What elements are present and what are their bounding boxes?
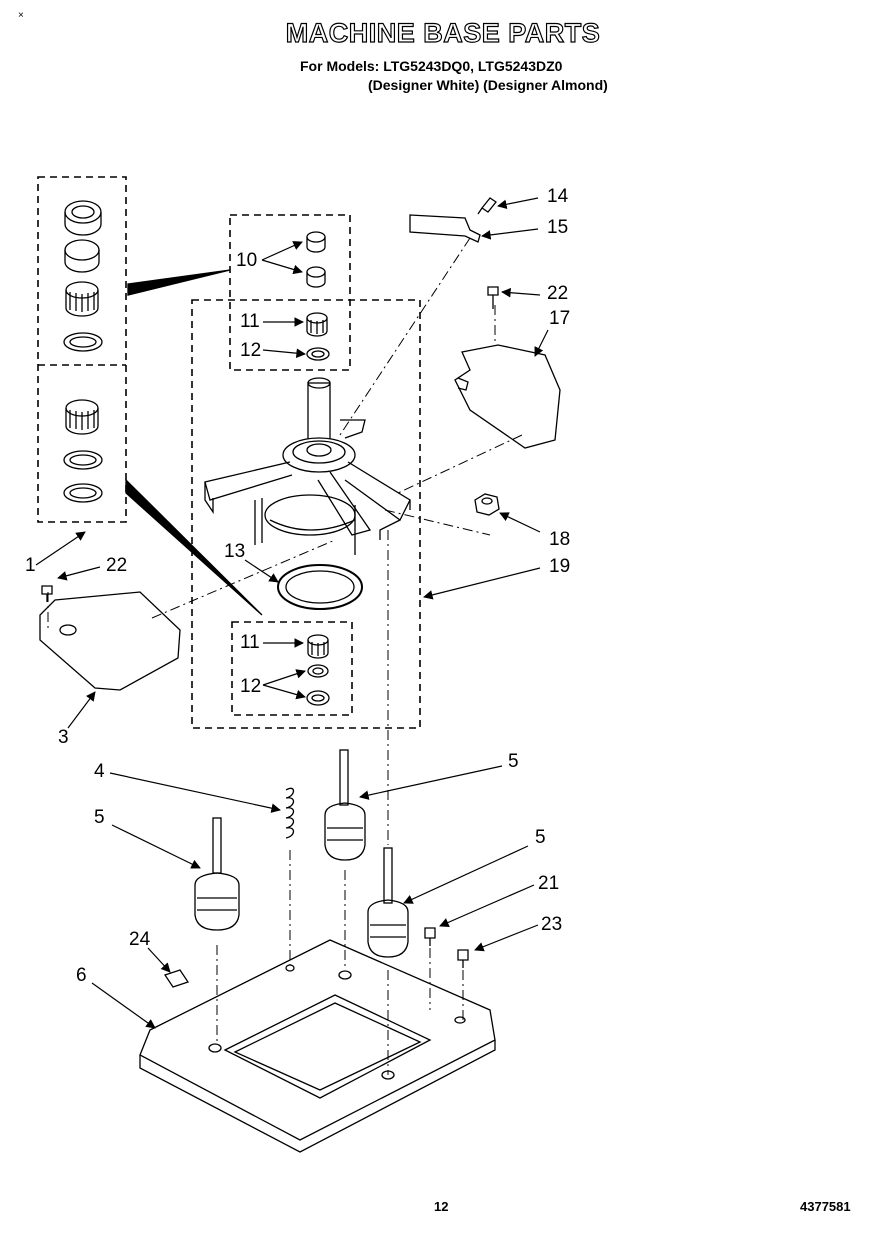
screw-22-upper [487,286,499,309]
callout-22-upper: 22 [547,283,569,304]
callout-11-lower: 11 [240,632,260,653]
bearing-box-lower [231,621,353,716]
callout-24: 24 [129,929,151,950]
nut-18 [474,493,500,516]
kit-1-parts [63,200,103,503]
screw-21 [424,927,436,946]
lower-bearings [306,634,330,706]
leader-arrows [35,197,549,1029]
document-number: 4377581 [800,1199,851,1214]
drive-tripod [204,377,411,555]
variants-line: (Designer White) (Designer Almond) [368,77,608,93]
suspension-leg-center [324,749,366,861]
shield-17 [454,344,561,449]
callout-12-upper: 12 [240,340,262,361]
callout-5-left: 5 [94,807,105,828]
callout-22-lower: 22 [106,555,128,576]
screw-14 [477,197,497,215]
kit-1-box [37,176,127,523]
callout-15: 15 [547,217,569,238]
suspension-leg-right [367,847,409,958]
kit-pointer-upper [127,269,231,296]
upper-bearings [306,231,330,361]
alignment-lines [47,237,523,1075]
callout-1: 1 [25,555,36,576]
spring-4 [285,787,295,839]
callout-12-lower: 12 [240,676,262,697]
callout-21: 21 [538,873,560,894]
callout-13: 13 [224,541,246,562]
page-number: 12 [434,1199,449,1214]
callout-5-center: 5 [508,751,519,772]
screw-22-lower [41,585,53,602]
corner-mark: × [18,10,24,21]
plate-3 [39,591,181,691]
callout-6: 6 [76,965,87,986]
callout-18: 18 [549,529,571,550]
clip-24 [163,969,190,988]
callout-10: 10 [236,250,258,271]
callout-19: 19 [549,556,571,577]
callout-5-right: 5 [535,827,546,848]
suspension-leg-left [194,817,240,931]
ring-13 [277,564,363,610]
kit-pointer-lower [125,478,263,616]
screw-23 [457,949,469,968]
assembly-19-box [191,299,421,729]
callout-17: 17 [549,308,571,329]
page-title: MACHINE BASE PARTS [285,17,601,48]
group-boxes [37,176,421,729]
bracket-15 [409,214,481,243]
callout-23: 23 [541,914,563,935]
machine-base-6 [139,939,496,1153]
bearing-box-upper [229,214,351,371]
callout-4: 4 [94,761,105,782]
callout-11-upper: 11 [240,311,260,332]
callout-3: 3 [58,727,69,748]
models-line: For Models: LTG5243DQ0, LTG5243DZ0 [300,58,563,74]
callout-14: 14 [547,186,569,207]
